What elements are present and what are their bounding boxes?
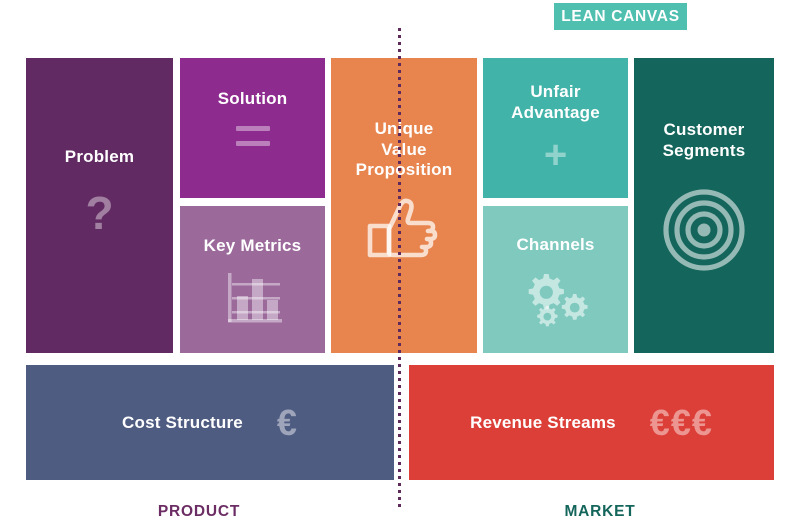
gears-icon <box>520 268 592 330</box>
target-icon <box>661 187 747 273</box>
panel-segments-title-line-1: Customer <box>663 120 745 139</box>
panel-key-metrics-title: Key Metrics <box>203 236 302 255</box>
panel-solution-title: Solution <box>217 89 288 108</box>
panel-revenue-streams-title: Revenue Streams <box>470 412 616 432</box>
lean-canvas-grid: Problem ? Solution Key Metrics <box>26 58 774 480</box>
panel-uvp-title-line-2: Value <box>381 139 427 159</box>
panel-unfair-advantage[interactable]: Unfair Advantage + <box>483 58 628 198</box>
panel-uvp-title-line-1: Unique <box>374 119 434 138</box>
product-market-divider <box>398 28 401 511</box>
bar-chart-icon <box>220 271 286 329</box>
panel-key-metrics[interactable]: Key Metrics <box>180 206 325 353</box>
panel-unfair-title-line-1: Unfair <box>530 82 581 101</box>
question-mark-glyph: ? <box>85 186 114 239</box>
equals-sign-icon <box>235 125 270 146</box>
panel-segments-title-line-2: Segments <box>662 140 746 160</box>
panel-problem-title: Problem <box>64 147 135 166</box>
lean-canvas-title-text: LEAN CANVAS <box>561 7 680 25</box>
equals-bar-bottom <box>235 140 270 146</box>
panel-channels-title: Channels <box>516 235 595 254</box>
panel-customer-segments-title: Customer Segments <box>663 120 746 161</box>
panel-unfair-advantage-title: Unfair Advantage <box>511 82 600 123</box>
panel-solution[interactable]: Solution <box>180 58 325 198</box>
panel-unique-value-proposition[interactable]: Unique Value Proposition <box>331 58 477 353</box>
footer-label-product: PRODUCT <box>157 503 241 520</box>
equals-bar-top <box>235 125 270 131</box>
panel-problem[interactable]: Problem ? <box>26 58 173 353</box>
footer-label-market: MARKET <box>564 503 636 520</box>
panel-cost-structure-title: Cost Structure <box>122 412 243 432</box>
plus-sign-glyph: + <box>543 133 568 178</box>
plus-sign-icon: + <box>544 135 567 175</box>
thumbs-up-icon <box>366 198 442 264</box>
panel-channels[interactable]: Channels <box>483 206 628 353</box>
panel-customer-segments[interactable]: Customer Segments <box>634 58 774 353</box>
panel-cost-structure[interactable]: Cost Structure € <box>26 365 394 480</box>
panel-uvp-title-line-3: Proposition <box>355 160 453 180</box>
lean-canvas-title-badge: LEAN CANVAS <box>554 3 687 30</box>
euro-sign-icon: € <box>276 401 298 443</box>
question-mark-icon: ? <box>85 190 113 236</box>
panel-uvp-title: Unique Value Proposition <box>356 119 453 181</box>
panel-unfair-title-line-2: Advantage <box>511 102 600 122</box>
euro-signs-icon: €€€ <box>649 401 713 443</box>
panel-revenue-streams[interactable]: Revenue Streams €€€ <box>409 365 774 480</box>
